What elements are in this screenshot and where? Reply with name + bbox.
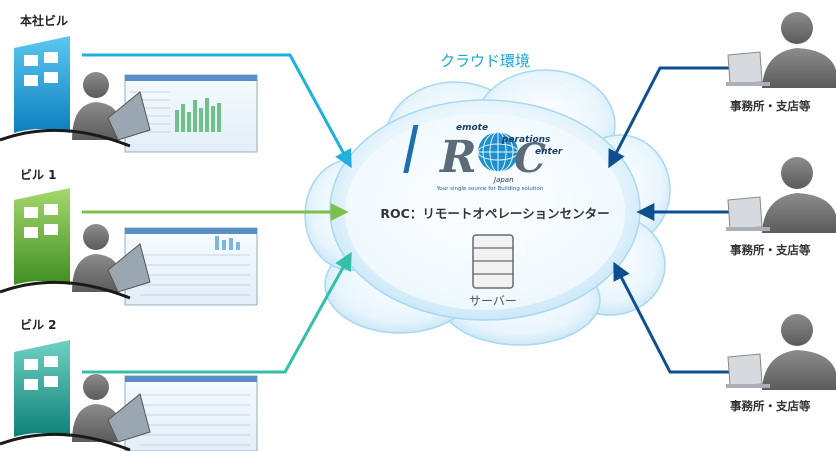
arrow-office-3 bbox=[613, 261, 730, 374]
person-with-laptop-icon bbox=[726, 157, 836, 233]
office-1 bbox=[726, 12, 836, 88]
logo-country: Japan bbox=[492, 176, 514, 184]
monitor-screenshot bbox=[124, 227, 258, 306]
building-icon bbox=[14, 340, 70, 437]
building-icon bbox=[14, 36, 70, 133]
globe-icon bbox=[477, 131, 519, 173]
svg-text:R: R bbox=[438, 132, 477, 183]
arrow-main-building bbox=[82, 53, 352, 169]
building-2 bbox=[0, 340, 258, 451]
building-2-label: ビル 2 bbox=[20, 318, 57, 332]
logo-word-1: emote bbox=[456, 123, 488, 133]
roc-label: ROC：リモートオペレーションセンター bbox=[380, 206, 609, 221]
monitor-screenshot bbox=[124, 74, 258, 153]
arrow-building-2 bbox=[82, 251, 352, 374]
svg-text:C: C bbox=[514, 135, 546, 182]
server-icon bbox=[472, 234, 514, 289]
person-with-laptop-icon bbox=[72, 224, 151, 293]
office-3-label: 事務所・支店等 bbox=[730, 399, 811, 413]
monitor-screenshot bbox=[124, 375, 258, 451]
office-1-label: 事務所・支店等 bbox=[730, 99, 811, 113]
roc-logo: R C emote perations enter Japan Your sin… bbox=[403, 123, 563, 192]
building-icon bbox=[14, 188, 70, 285]
building-main bbox=[0, 36, 258, 153]
person-with-laptop-icon bbox=[72, 374, 151, 443]
logo-word-3: enter bbox=[535, 147, 563, 157]
office-2 bbox=[726, 157, 836, 233]
building-1 bbox=[0, 188, 258, 306]
cloud-title: クラウド環境 bbox=[440, 52, 530, 70]
person-with-laptop-icon bbox=[726, 12, 836, 88]
logo-word-2: perations bbox=[501, 135, 551, 145]
person-with-laptop-icon bbox=[72, 72, 151, 141]
building-1-label: ビル 1 bbox=[20, 168, 57, 182]
office-2-label: 事務所・支店等 bbox=[730, 243, 811, 257]
arrows bbox=[82, 53, 730, 374]
server-label: サーバー bbox=[469, 294, 517, 308]
building-main-label: 本社ビル bbox=[20, 14, 69, 28]
office-3 bbox=[726, 314, 836, 390]
arrow-office-1 bbox=[608, 66, 730, 169]
logo-tagline: Your single source for Building solution bbox=[436, 186, 544, 192]
person-with-laptop-icon bbox=[726, 314, 836, 390]
